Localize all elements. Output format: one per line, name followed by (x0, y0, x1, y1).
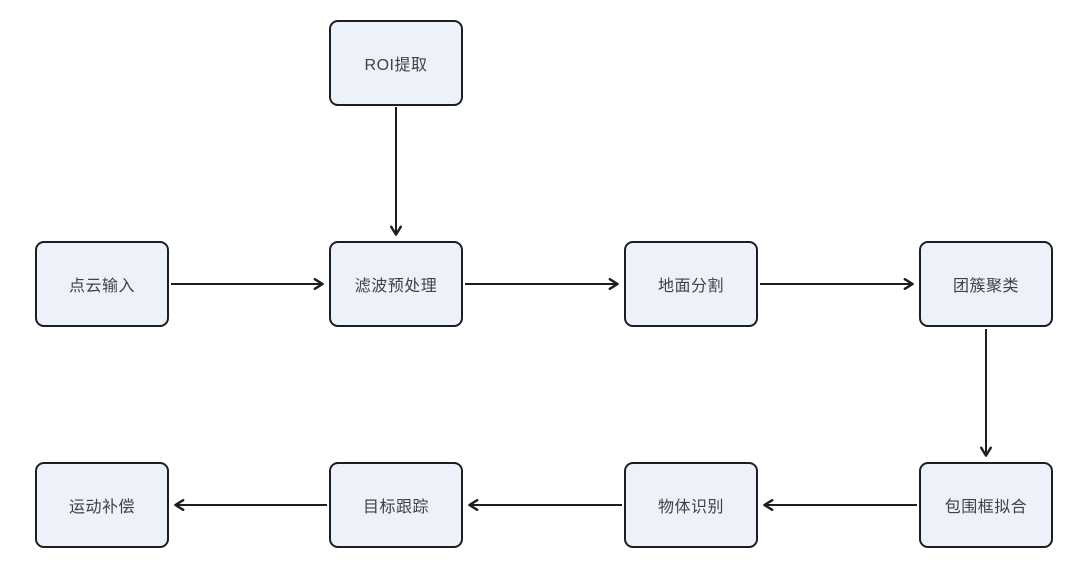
node-object-recognition: 物体识别 (624, 462, 758, 548)
node-ground-segmentation: 地面分割 (624, 241, 758, 327)
node-pointcloud-input: 点云输入 (35, 241, 169, 327)
node-target-tracking: 目标跟踪 (329, 462, 463, 548)
node-filter-preprocess: 滤波预处理 (329, 241, 463, 327)
node-cluster-clustering: 团簇聚类 (919, 241, 1053, 327)
node-roi-extraction: ROI提取 (329, 20, 463, 106)
node-bounding-box-fitting: 包围框拟合 (919, 462, 1053, 548)
node-motion-compensation: 运动补偿 (35, 462, 169, 548)
